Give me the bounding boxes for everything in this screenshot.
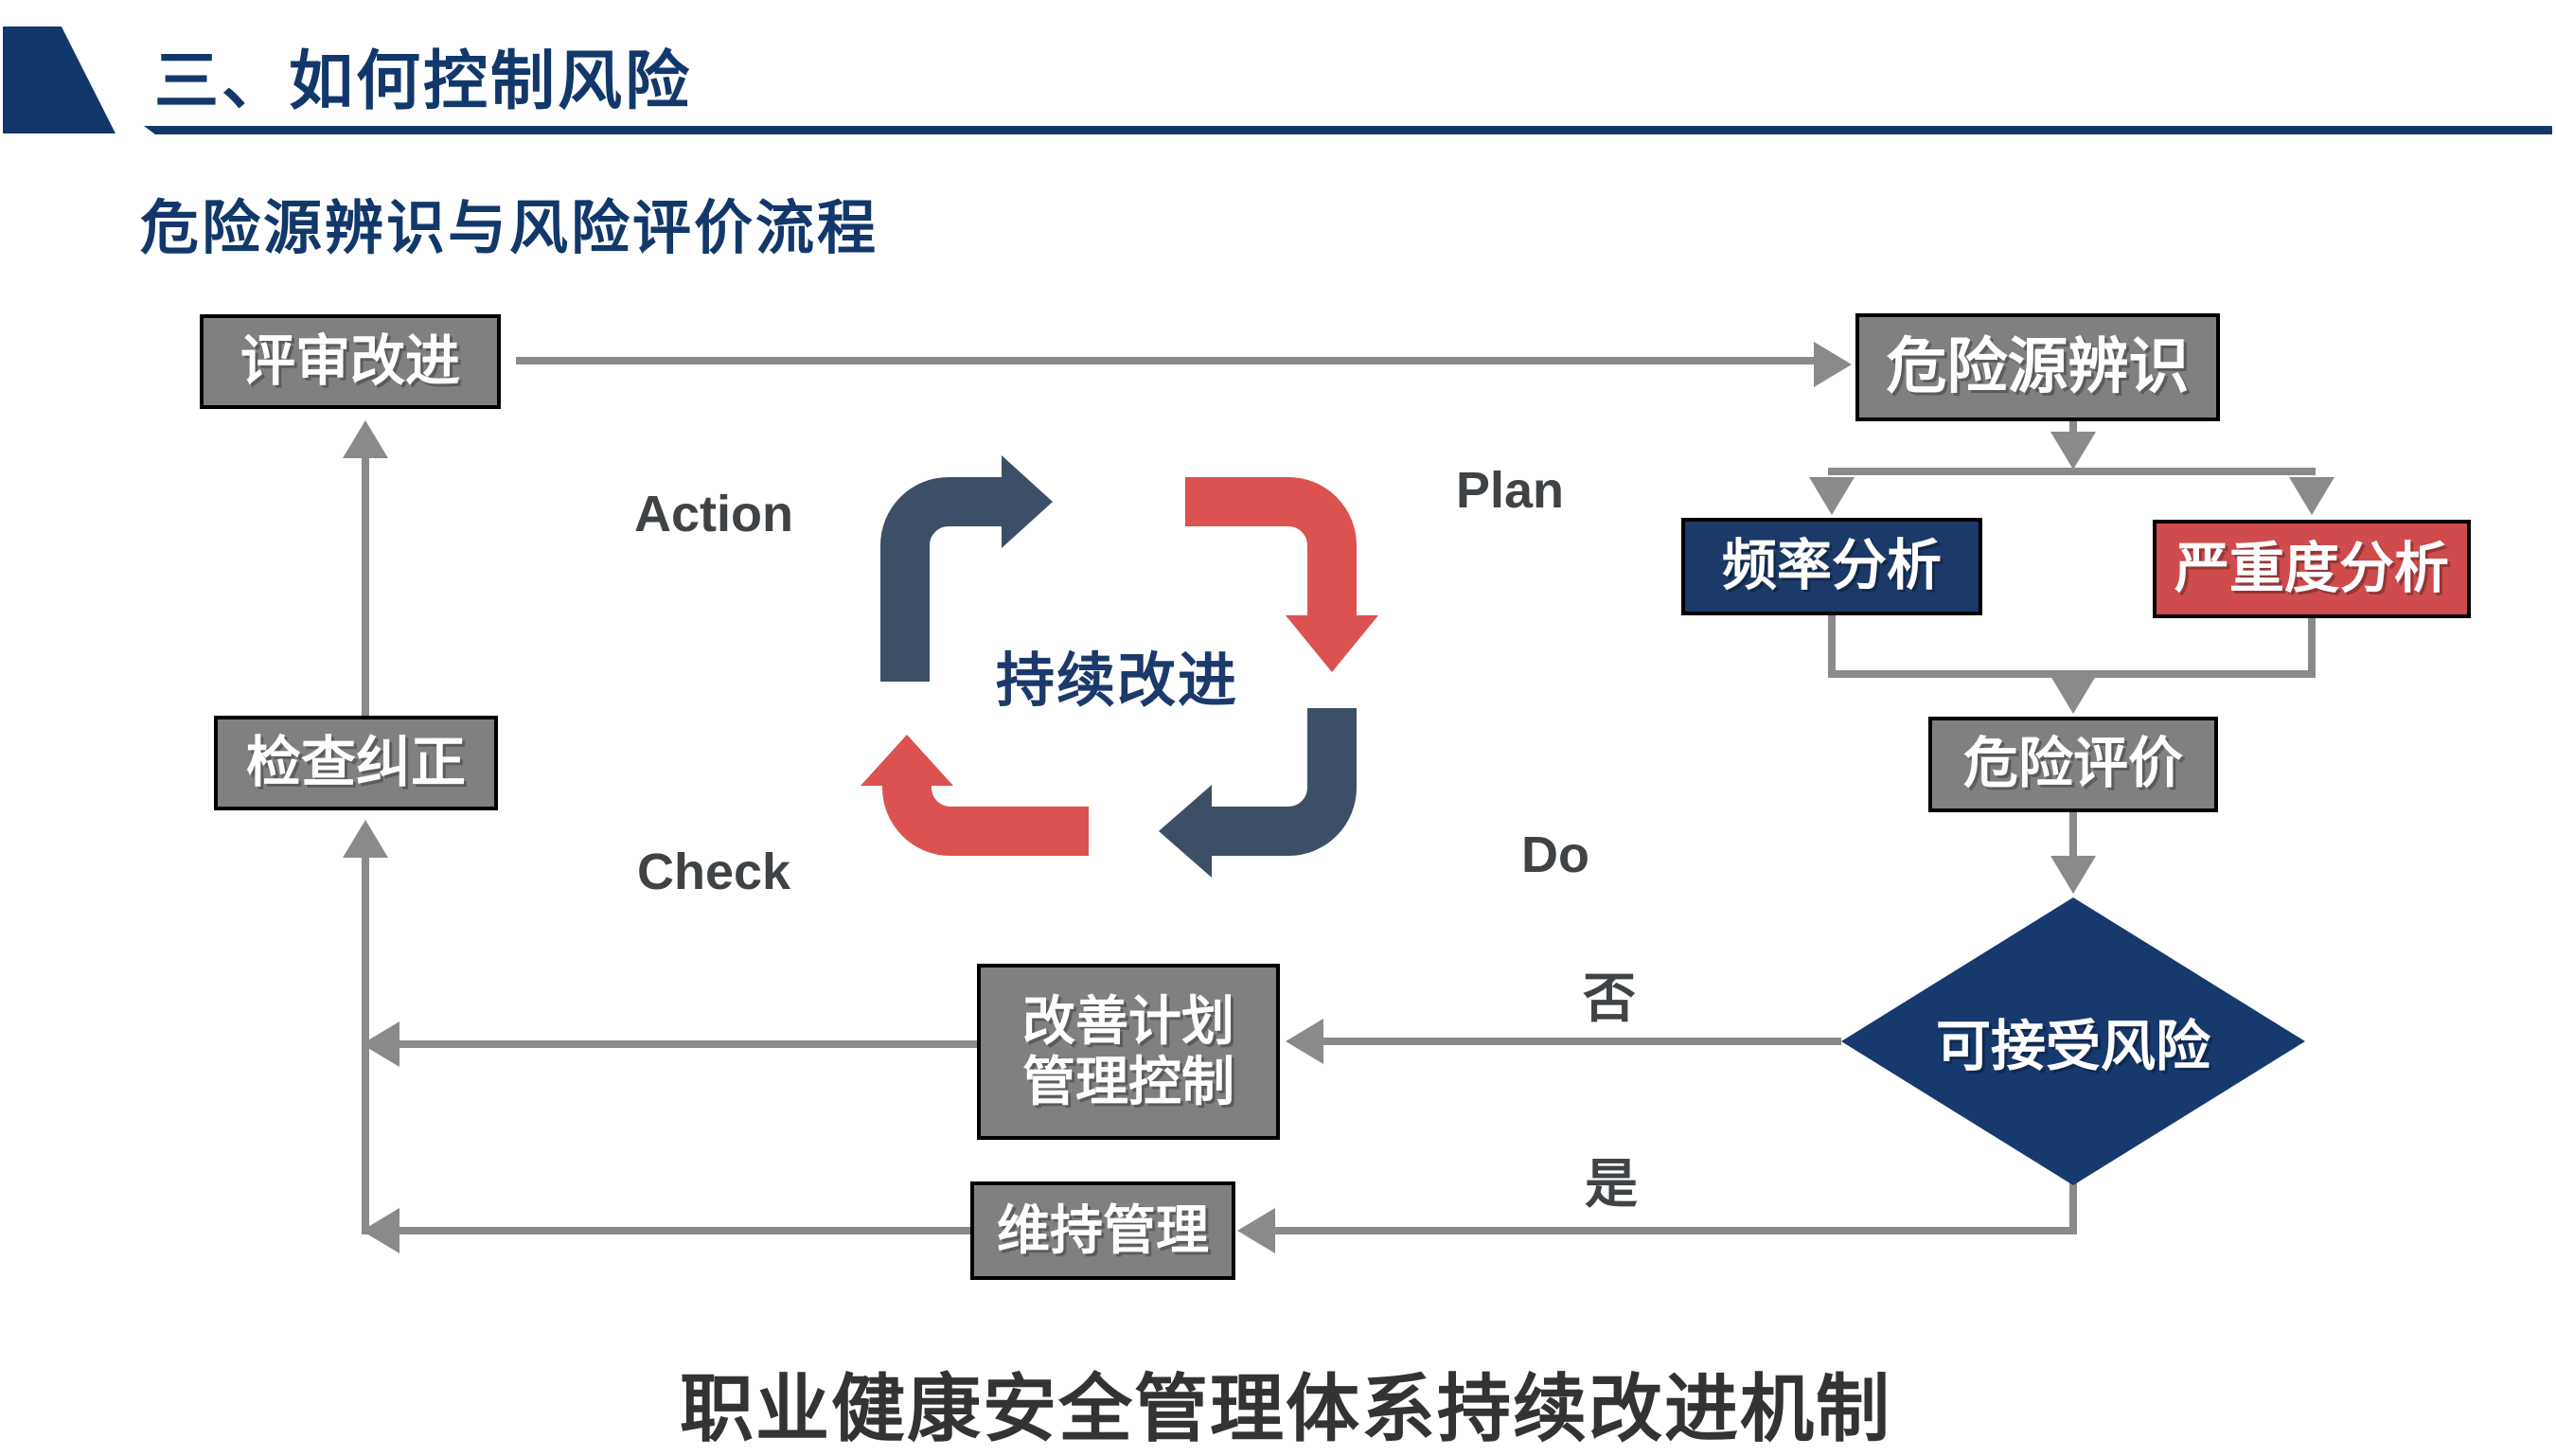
node-frequency-analysis-label: 频率分析 bbox=[1721, 535, 1942, 597]
arrowhead-into-identify bbox=[1814, 342, 1852, 387]
corner-trapezoid-decoration bbox=[3, 27, 115, 133]
decision-no-label: 否 bbox=[1583, 968, 1636, 1028]
node-frequency-analysis: 频率分析 bbox=[1681, 518, 1982, 615]
node-decision-acceptable-risk: 可接受风险 bbox=[1841, 897, 2305, 1185]
pdca-do-label: Do bbox=[1521, 826, 1589, 883]
node-maintain-manage-label: 维持管理 bbox=[997, 1199, 1209, 1260]
arrowhead-identify-branch bbox=[2050, 432, 2096, 470]
arrowhead-into-improve bbox=[1286, 1019, 1323, 1064]
arrowhead-into-maintain bbox=[1237, 1208, 1275, 1253]
node-improve-plan-line1: 改善计划 bbox=[1022, 990, 1234, 1051]
pdca-arrow-check bbox=[861, 735, 1089, 856]
node-hazard-evaluate: 危险评价 bbox=[1928, 717, 2218, 812]
branch-bar-top bbox=[1828, 468, 2316, 475]
merge-bar bbox=[1828, 670, 2316, 678]
arrowhead-into-checkcorrect bbox=[343, 820, 388, 858]
node-check-correct: 检查纠正 bbox=[214, 716, 498, 810]
connector-decision-yes bbox=[1251, 1227, 2077, 1234]
node-check-correct-label: 检查纠正 bbox=[245, 731, 466, 793]
connector-checkcorrect-to-review bbox=[362, 456, 369, 716]
node-severity-analysis-label: 严重度分析 bbox=[2174, 537, 2449, 599]
connector-identify-down-stub bbox=[2069, 421, 2077, 437]
connector-review-to-identify bbox=[516, 357, 1814, 364]
arrowhead-into-frequency bbox=[1809, 477, 1855, 515]
connector-frequency-down bbox=[1828, 615, 1836, 678]
connector-severity-down bbox=[2308, 618, 2316, 678]
bottom-caption: 职业健康安全管理体系持续改进机制 bbox=[680, 1367, 1892, 1450]
arrowhead-into-severity bbox=[2289, 477, 2334, 515]
page-title: 三、如何控制风险 bbox=[154, 45, 693, 117]
node-maintain-manage: 维持管理 bbox=[970, 1181, 1235, 1280]
pdca-center-text: 持续改进 bbox=[995, 648, 1238, 714]
node-decision-label: 可接受风险 bbox=[1935, 1016, 2210, 1077]
pdca-action-label: Action bbox=[634, 486, 793, 542]
node-severity-analysis: 严重度分析 bbox=[2153, 520, 2471, 618]
arrowhead-into-evaluate bbox=[2050, 676, 2096, 714]
arrowhead-into-review bbox=[343, 420, 388, 458]
node-improve-plan-control: 改善计划 管理控制 bbox=[977, 964, 1280, 1140]
connector-junction-to-checkcorrect bbox=[362, 852, 369, 1234]
node-improve-plan-line2: 管理控制 bbox=[1022, 1052, 1234, 1111]
title-underline-rule bbox=[144, 126, 2552, 134]
pdca-check-label: Check bbox=[637, 843, 791, 900]
connector-maintain-return bbox=[379, 1227, 970, 1234]
pdca-plan-label: Plan bbox=[1456, 462, 1565, 519]
pdca-cycle-graphic bbox=[861, 455, 1378, 878]
connector-improve-return bbox=[379, 1040, 977, 1048]
connector-decision-yes-down bbox=[2069, 1181, 2077, 1234]
node-hazard-identify: 危险源辨识 bbox=[1855, 313, 2220, 421]
node-review-improve: 评审改进 bbox=[200, 314, 501, 409]
section-subtitle: 危险源辨识与风险评价流程 bbox=[140, 196, 879, 261]
connector-decision-no bbox=[1299, 1038, 1841, 1045]
connector-evaluate-to-decision bbox=[2069, 812, 2077, 861]
node-review-improve-label: 评审改进 bbox=[240, 329, 460, 392]
pdca-arrow-action bbox=[880, 455, 1053, 682]
pdca-arrow-plan bbox=[1185, 477, 1378, 672]
pdca-arrow-do bbox=[1159, 708, 1357, 878]
arrowhead-into-decision bbox=[2050, 856, 2096, 894]
node-hazard-evaluate-label: 危险评价 bbox=[1962, 733, 2183, 795]
decision-yes-label: 是 bbox=[1585, 1154, 1638, 1214]
node-hazard-identify-label: 危险源辨识 bbox=[1886, 332, 2190, 401]
